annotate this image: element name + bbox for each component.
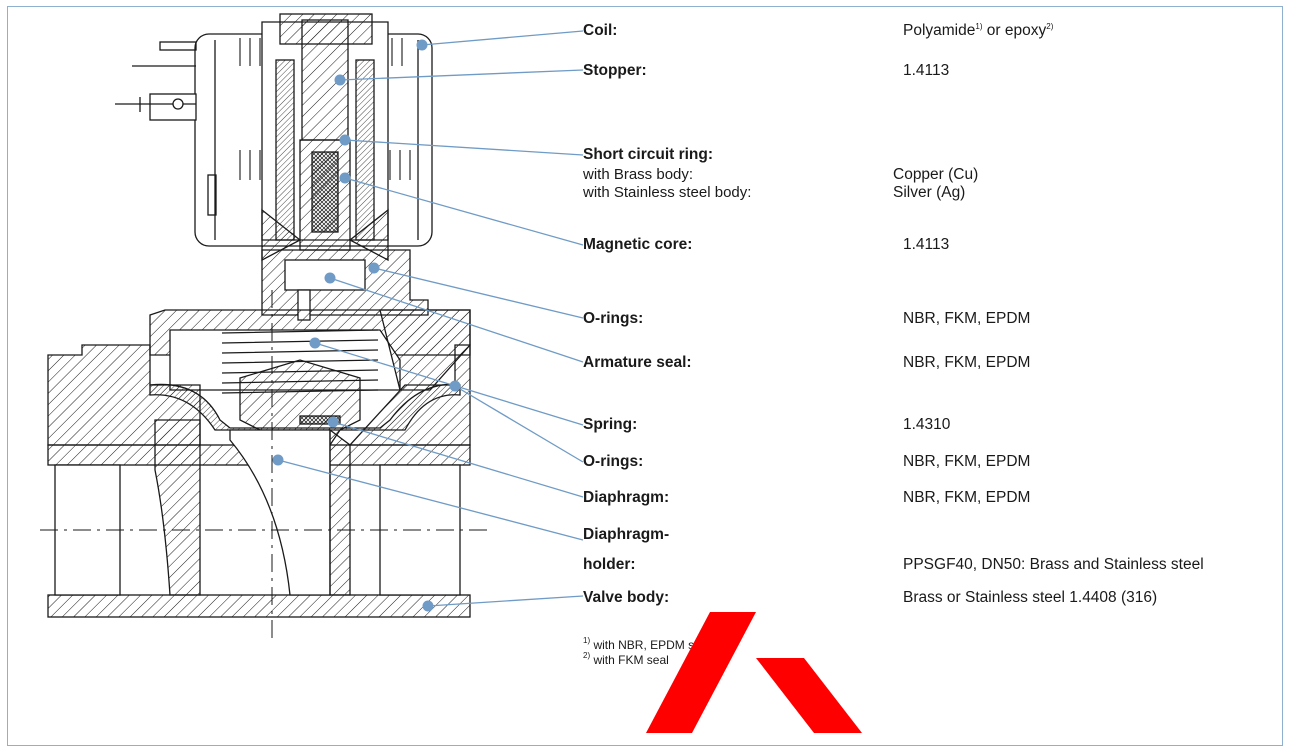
leader-magnetic-core	[344, 177, 584, 246]
dot-o-rings-bottom	[449, 380, 461, 392]
material-o-rings-bottom: NBR, FKM, EPDM	[903, 453, 1031, 470]
material-valve-body: Brass or Stainless steel 1.4408 (316)	[903, 589, 1158, 606]
dot-magnetic-core	[339, 172, 351, 184]
material-armature-seal: NBR, FKM, EPDM	[903, 354, 1031, 371]
watermark-stroke-left	[646, 612, 756, 733]
label-armature-seal: Armature seal:	[583, 354, 692, 371]
label-diaphragm: Diaphragm:	[583, 489, 670, 506]
valve-drawing	[40, 13, 490, 640]
footnote-ref-2: 2)	[1046, 22, 1054, 31]
footnote-2-text: with FKM seal	[590, 653, 669, 667]
leader-lines	[277, 30, 584, 607]
leader-o-rings-top	[373, 267, 584, 319]
leader-armature-seal	[329, 277, 584, 363]
footnote-2: 2) with FKM seal	[583, 651, 669, 668]
dot-coil	[416, 39, 428, 51]
material-coil-main: Polyamide	[903, 22, 976, 39]
core-tube	[261, 13, 389, 262]
centre-lines	[40, 290, 490, 640]
label-o-rings-bottom: O-rings:	[583, 453, 644, 470]
footnote-ref-1: 1)	[975, 22, 983, 31]
dot-spring	[309, 337, 321, 349]
label-stopper: Stopper:	[583, 62, 647, 79]
dot-short-circuit-ring	[339, 134, 351, 146]
leader-spring	[314, 342, 584, 426]
footnote-1: 1) with NBR, EPDM seal	[583, 636, 711, 653]
leader-coil	[421, 30, 584, 46]
material-magnetic-core: 1.4113	[903, 236, 950, 253]
watermark-mark	[646, 612, 862, 733]
leader-valve-body	[427, 595, 584, 607]
dot-armature-seal	[324, 272, 336, 284]
leader-dots	[272, 39, 461, 612]
material-coil-alt: or epoxy	[982, 22, 1047, 39]
label-magnetic-core: Magnetic core:	[583, 236, 693, 253]
leader-stopper	[339, 69, 584, 81]
dot-diaphragm-holder	[272, 454, 284, 466]
label-coil: Coil:	[583, 22, 618, 39]
variant-brass-body: with Brass body:	[583, 166, 694, 183]
label-valve-body: Valve body:	[583, 589, 670, 606]
leader-short-circuit-ring	[344, 139, 584, 156]
material-coil: Polyamide1) or epoxy2)	[903, 22, 1053, 40]
leader-diaphragm	[332, 421, 584, 498]
material-diaphragm: NBR, FKM, EPDM	[903, 489, 1031, 506]
material-short-circuit-ring-stainless: Silver (Ag)	[893, 184, 966, 201]
dot-o-rings-top	[368, 262, 380, 274]
leader-diaphragm-holder	[277, 459, 584, 541]
leader-o-rings-bottom	[454, 385, 584, 463]
material-diaphragm-holder: PPSGF40, DN50: Brass and Stainless steel	[903, 556, 1204, 573]
material-short-circuit-ring-brass: Copper (Cu)	[893, 166, 979, 183]
material-o-rings-top: NBR, FKM, EPDM	[903, 310, 1031, 327]
dot-stopper	[334, 74, 346, 86]
material-spring: 1.4310	[903, 416, 951, 433]
dot-valve-body	[422, 600, 434, 612]
footnote-2-mark: 2)	[583, 651, 591, 660]
label-o-rings-top: O-rings:	[583, 310, 644, 327]
dot-diaphragm	[327, 416, 339, 428]
label-diaphragm-holder-line2: holder:	[583, 556, 636, 573]
material-stopper: 1.4113	[903, 62, 950, 79]
label-spring: Spring:	[583, 416, 638, 433]
terminal-pins	[115, 41, 217, 216]
footnote-1-mark: 1)	[583, 636, 591, 645]
label-short-circuit-ring: Short circuit ring:	[583, 146, 714, 163]
variant-stainless-body: with Stainless steel body:	[583, 184, 752, 201]
watermark-stroke-right	[756, 658, 862, 733]
label-diaphragm-holder-line1: Diaphragm-	[583, 526, 670, 543]
footnote-1-text: with NBR, EPDM seal	[590, 638, 711, 652]
